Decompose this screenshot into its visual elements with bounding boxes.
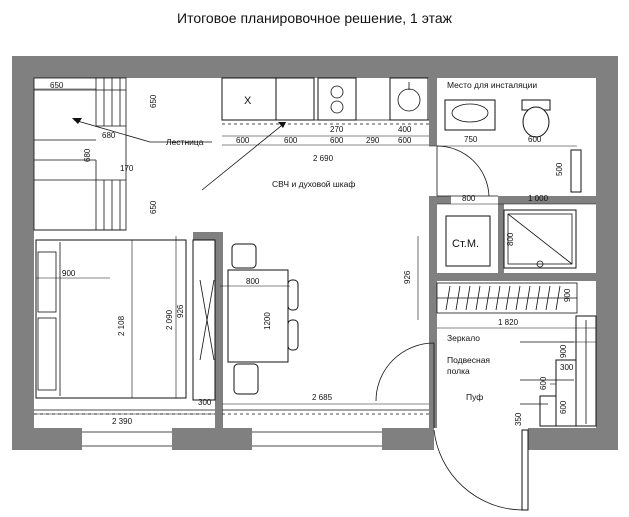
label-sink-mark: X — [244, 95, 252, 107]
closet — [436, 282, 578, 314]
dim-stair-650: 650 — [149, 94, 158, 108]
dim-shower-800: 800 — [506, 232, 515, 246]
wall-bottom-4 — [528, 428, 618, 450]
hallway — [520, 315, 597, 427]
hob — [317, 77, 357, 121]
walls — [12, 56, 618, 450]
dim-bath-750: 750 — [464, 135, 478, 144]
washer — [445, 215, 491, 267]
pouf — [539, 395, 557, 427]
plan-title: Итоговое планировочное решение, 1 этаж — [177, 10, 452, 26]
wall-closet-top — [437, 273, 596, 281]
stairs — [33, 77, 212, 231]
dim-kitchen-600-b: 600 — [284, 136, 298, 145]
dim-stair-top: 650 — [50, 81, 64, 90]
dim-bed-300: 300 — [198, 398, 212, 407]
chair — [287, 279, 299, 311]
dim-table-1200: 1200 — [263, 312, 272, 330]
dim-hall-900: 900 — [559, 344, 568, 358]
wall-top — [12, 56, 618, 78]
dim-kitchen-270: 270 — [330, 125, 344, 134]
bathroom-sink — [444, 99, 496, 131]
dim-hall-600: 600 — [539, 376, 548, 390]
wall-right — [596, 56, 618, 450]
label-oven: СВЧ и духовой шкаф — [272, 179, 355, 189]
dim-closet-900: 900 — [563, 288, 572, 302]
dim-bed-2390: 2 390 — [112, 417, 133, 426]
wall-bath-bottom-a — [437, 196, 451, 204]
dim-kitchen-290: 290 — [366, 136, 380, 145]
label-washer: Ст.М. — [452, 238, 479, 250]
dim-bed-926: 926 — [176, 304, 185, 318]
dim-kitchen-600-d: 600 — [398, 136, 412, 145]
dim-kitchen-total: 2 690 — [313, 154, 334, 163]
dim-bed-900: 900 — [62, 269, 76, 278]
wall-bath-left — [429, 78, 437, 146]
label-pouf: Пуф — [466, 392, 483, 402]
label-shelf-1: Подвесная — [447, 355, 490, 365]
wardrobe — [192, 239, 216, 401]
dimension-texts: 650 650 680 680 170 650 600 600 270 600 … — [50, 81, 574, 426]
chair — [231, 243, 257, 269]
dim-hall-1820: 1 820 — [498, 318, 519, 327]
entrance-door — [375, 342, 529, 511]
wall-partition — [215, 232, 223, 428]
bathroom — [436, 99, 582, 197]
dim-bath-600: 600 — [528, 135, 542, 144]
dining-table — [227, 269, 289, 363]
label-install-place: Место для инсталяции — [447, 80, 537, 90]
dim-stair-170: 170 — [120, 164, 134, 173]
dim-door-800: 800 — [462, 194, 476, 203]
label-mirror: Зеркало — [447, 333, 480, 343]
wall-washer-right — [498, 204, 504, 273]
washing-machine — [445, 215, 491, 267]
dim-shower-1000: 1 000 — [528, 194, 549, 203]
dim-hall-350: 350 — [514, 412, 523, 426]
kitchen-cabinet-2 — [275, 77, 315, 121]
dim-bath-500: 500 — [555, 162, 564, 176]
wall-bottom-1 — [12, 428, 82, 450]
toilet — [522, 106, 550, 138]
wall-bottom-2 — [172, 428, 252, 450]
dim-kitchen-600-a: 600 — [236, 136, 250, 145]
dim-bed-2090: 2 090 — [165, 309, 174, 330]
dim-table-800: 800 — [246, 277, 260, 286]
dim-kitchen-400: 400 — [398, 125, 412, 134]
dining — [222, 243, 429, 415]
kitchen — [201, 77, 429, 191]
windows — [82, 431, 382, 447]
shower — [503, 209, 577, 269]
label-stairs: Лестница — [166, 137, 204, 147]
wall-partition-top — [193, 232, 217, 240]
dimension-lines — [34, 88, 596, 415]
wall-bath-bottom-b — [498, 196, 596, 204]
wall-bottom-3 — [382, 428, 434, 450]
dim-hall-600-b: 600 — [559, 400, 568, 414]
wall-left — [12, 56, 34, 450]
dim-hall-300: 300 — [560, 363, 574, 372]
text-labels: Лестница СВЧ и духовой шкаф Место для ин… — [166, 80, 537, 402]
dim-bed-2108: 2 108 — [117, 315, 126, 336]
chair — [233, 363, 259, 395]
wall-hall-left — [429, 196, 437, 428]
bed — [35, 239, 187, 399]
dim-stair-650-lower: 650 — [149, 200, 158, 214]
dim-kitchen-600-c: 600 — [330, 136, 344, 145]
dim-stair-680-v: 680 — [83, 148, 92, 162]
chair — [287, 319, 299, 351]
label-shelf-2: полка — [447, 366, 470, 376]
dim-hall-926: 926 — [403, 270, 412, 284]
dim-stair-680: 680 — [102, 131, 116, 140]
dim-hall-2685: 2 685 — [312, 393, 333, 402]
